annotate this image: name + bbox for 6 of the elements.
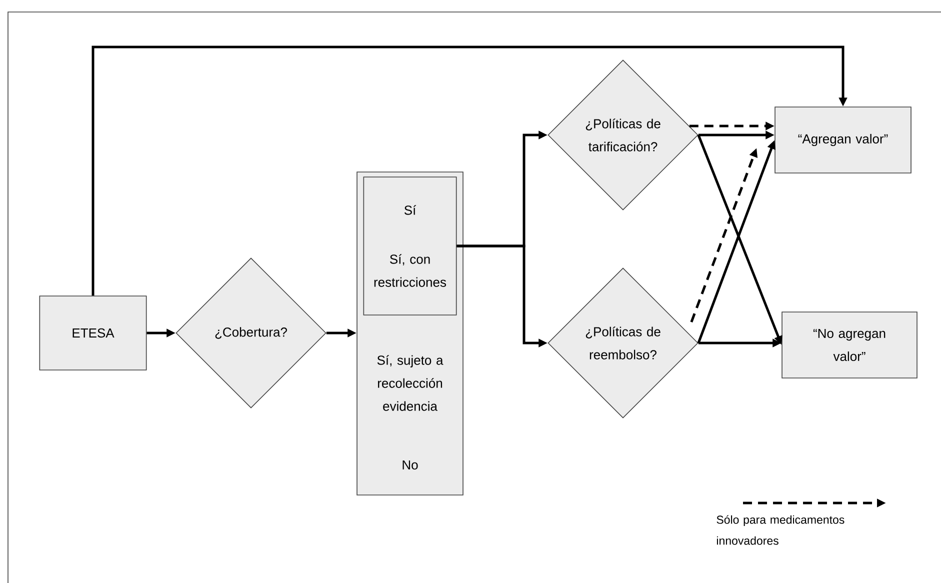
outcome-box: “No agregan valor” (782, 312, 918, 378)
options-box: Sí Sí, con restricciones (363, 176, 457, 316)
arrow (92, 46, 848, 296)
outcome-box: “Agregan valor” (774, 106, 912, 174)
process-box: ETESA (39, 296, 147, 370)
legend-text: Sólo para medicamentos innovadores (716, 515, 844, 545)
